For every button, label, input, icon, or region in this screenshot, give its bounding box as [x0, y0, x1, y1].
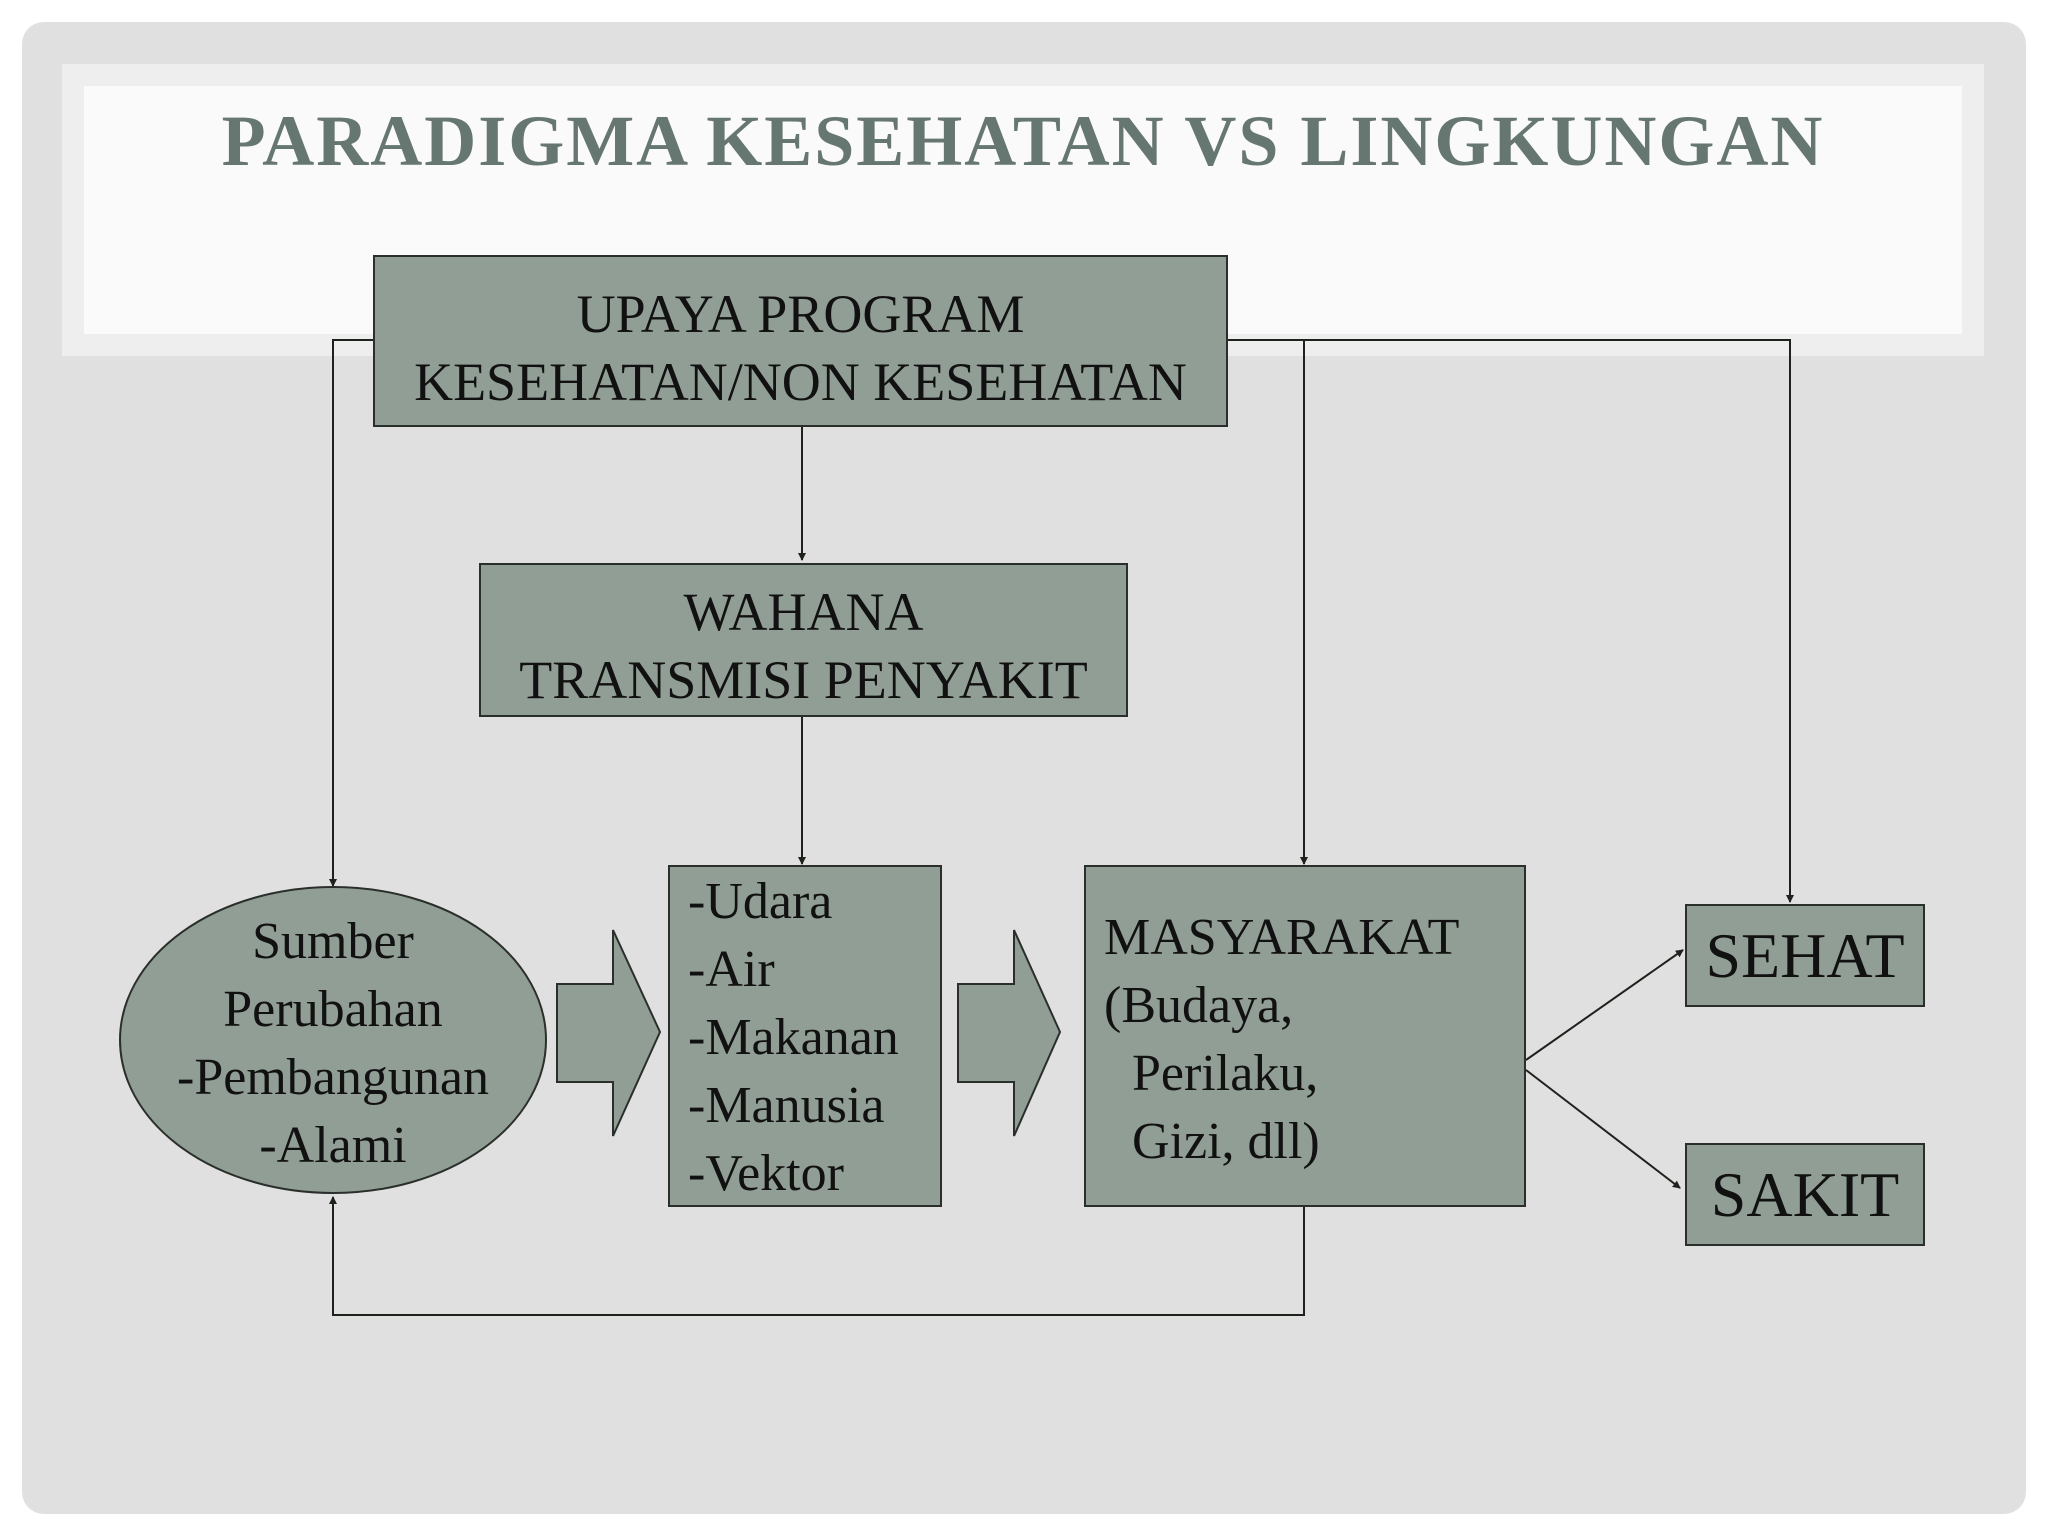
sehat-label: SEHAT — [1705, 920, 1905, 991]
sumber-label: Sumber Perubahan -Pembangunan -Alami — [120, 908, 546, 1180]
masyarakat-label: MASYARAKAT (Budaya, Perilaku, Gizi, dll) — [1104, 904, 1514, 1176]
wahana-label: WAHANA TRANSMISI PENYAKIT — [480, 578, 1127, 714]
connector-masyarakat-to-sehat — [1525, 949, 1684, 1061]
upaya-box — [373, 255, 1228, 427]
page-title: PARADIGMA KESEHATAN VS LINGKUNGAN — [221, 101, 1825, 181]
sakit-box — [1685, 1143, 1925, 1246]
sumber-label-line2: Perubahan — [223, 981, 443, 1038]
media-label-line4: -Manusia — [688, 1077, 885, 1134]
masyarakat-box — [1084, 865, 1526, 1207]
masyarakat-label-line3: Perilaku, — [1132, 1045, 1319, 1102]
connector-upaya-to-masyarakat — [1227, 339, 1308, 865]
connector-masyarakat-feedback-to-sumber — [329, 1196, 1305, 1316]
media-label-line5: -Vektor — [688, 1145, 844, 1202]
upaya-label-line1: UPAYA PROGRAM — [576, 284, 1025, 344]
sumber-label-line3: -Pembangunan — [177, 1049, 489, 1106]
block-arrow-sumber-to-media — [556, 929, 662, 1137]
media-label-line2: -Air — [688, 941, 775, 998]
connector-upaya-to-sumber — [329, 339, 374, 887]
media-box — [668, 865, 942, 1207]
sumber-label-line1: Sumber — [252, 913, 414, 970]
masyarakat-label-line4: Gizi, dll) — [1132, 1113, 1320, 1170]
upaya-label-line2: KESEHATAN/NON KESEHATAN — [414, 352, 1187, 412]
masyarakat-label-line2: (Budaya, — [1104, 977, 1294, 1034]
connector-masyarakat-to-sakit — [1525, 1069, 1681, 1189]
sehat-box — [1685, 904, 1925, 1007]
masyarakat-label-line1: MASYARAKAT — [1104, 909, 1460, 966]
sumber-ellipse — [119, 886, 547, 1194]
media-label-line1: -Udara — [688, 873, 833, 930]
sakit-label: SAKIT — [1710, 1159, 1900, 1230]
wahana-label-line2: TRANSMISI PENYAKIT — [519, 650, 1088, 710]
wahana-label-line1: WAHANA — [683, 582, 924, 642]
media-label: -Udara -Air -Makanan -Manusia -Vektor — [688, 868, 938, 1208]
sumber-label-line4: -Alami — [259, 1117, 407, 1174]
wahana-box — [479, 563, 1128, 717]
connector-upaya-to-sehat — [1304, 339, 1794, 903]
upaya-label: UPAYA PROGRAM KESEHATAN/NON KESEHATAN — [374, 280, 1227, 416]
media-label-line3: -Makanan — [688, 1009, 899, 1066]
block-arrow-media-to-masyarakat — [957, 929, 1062, 1137]
